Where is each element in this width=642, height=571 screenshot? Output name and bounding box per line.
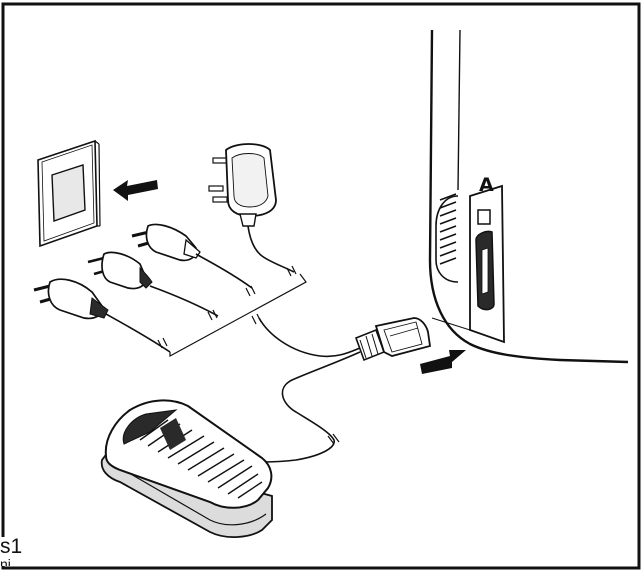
corner-text: s1 ni — [0, 535, 24, 566]
sewing-machine-icon — [428, 29, 629, 364]
callout-label-a: A — [479, 174, 494, 196]
eu-plug-icon — [131, 223, 253, 289]
direction-arrow-icon — [420, 350, 466, 374]
foot-controller-icon — [100, 399, 273, 538]
wall-socket-icon — [37, 139, 101, 248]
eu-plug-icon — [33, 278, 171, 353]
corner-text-line1: s1 — [0, 535, 23, 558]
direction-arrow-icon — [113, 180, 158, 201]
corner-text-line2: ni — [0, 557, 11, 566]
connector-plug-icon — [354, 317, 432, 362]
power-adapter-icon — [208, 143, 295, 273]
foot-controller-cord — [259, 351, 361, 463]
plug-options-bracket — [157, 265, 361, 358]
us-plug-icon — [87, 251, 219, 317]
